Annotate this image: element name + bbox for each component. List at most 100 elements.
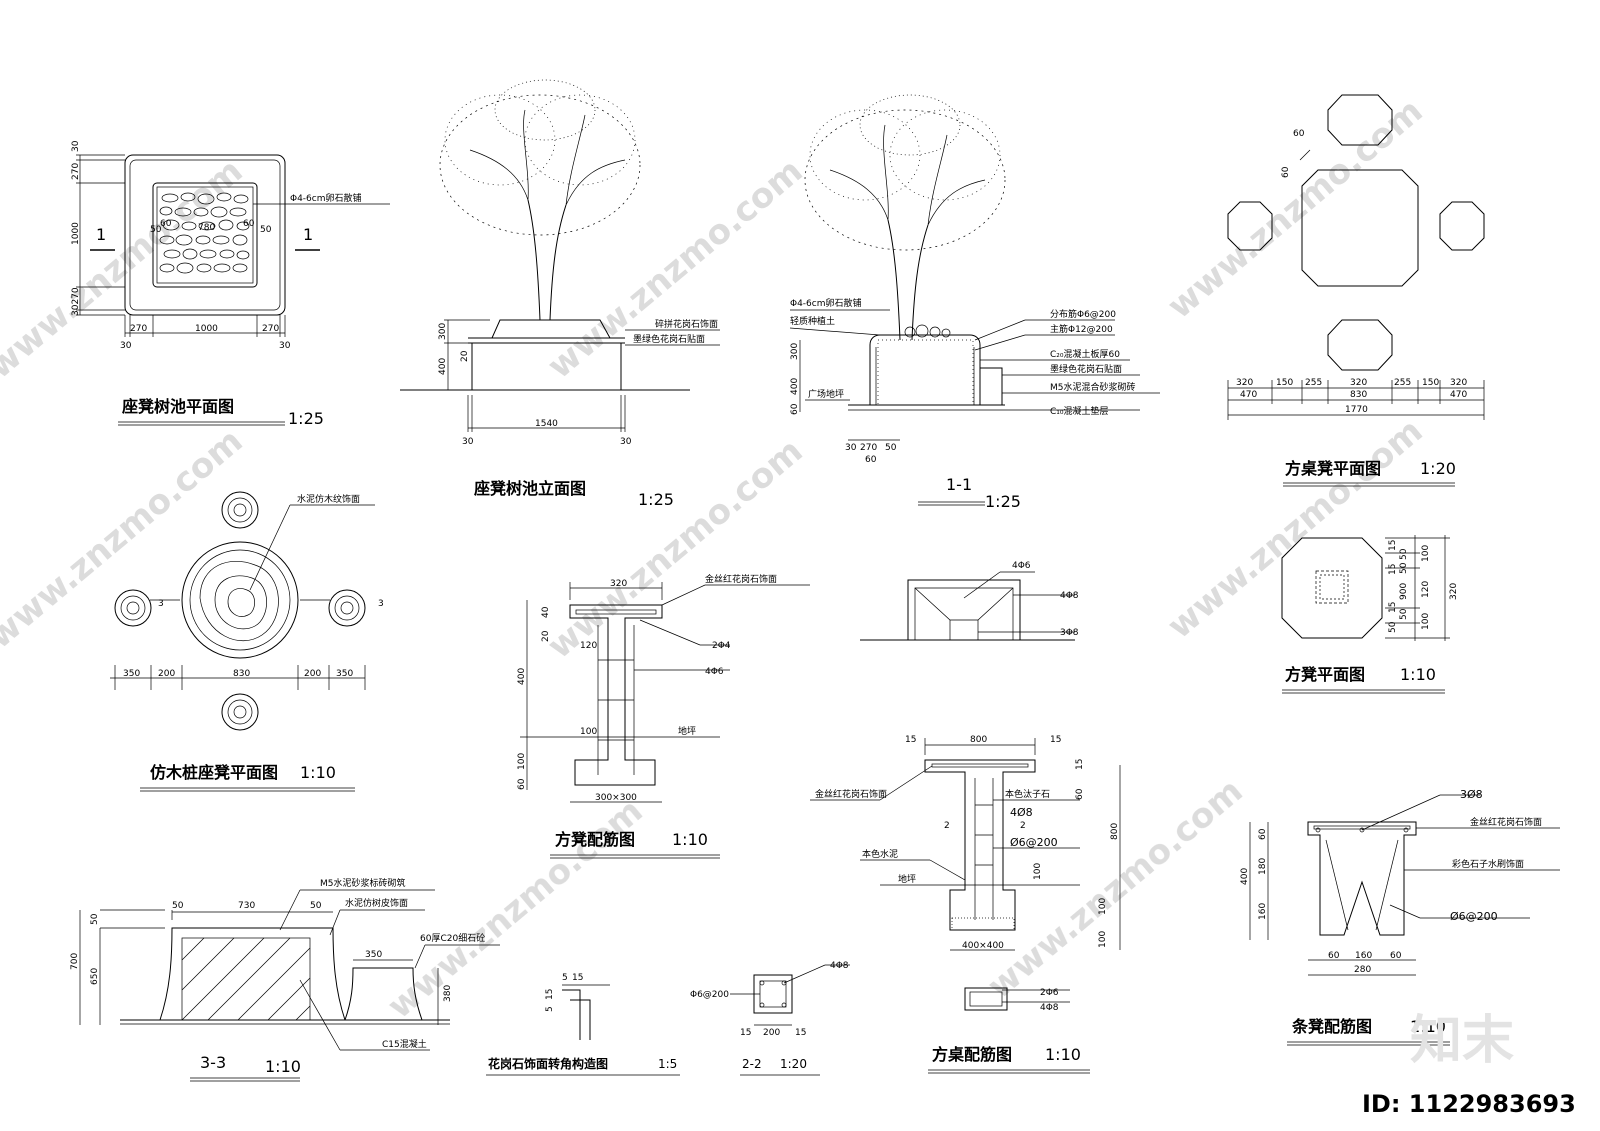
dim: 5 (545, 1006, 555, 1012)
dim: 15 (1075, 759, 1085, 770)
note: 主筋Φ12@200 (1050, 323, 1113, 335)
dim: 150 (1422, 378, 1439, 388)
section-2-2: 4Φ8 Φ6@200 15 200 15 2-2 1:20 (690, 961, 850, 1076)
dim: 300 (790, 343, 800, 360)
watermark-text: www.znzmo.com (540, 431, 810, 667)
note: 3Ø8 (1460, 788, 1483, 801)
note: 4Φ8 (1040, 1003, 1059, 1013)
dim: 60 (517, 778, 527, 790)
table-rebar: 15 800 15 15 60 金丝红花岗石饰面 本色汰子石 4Ø8 Ø6@20… (810, 735, 1121, 1074)
scale: 1:10 (1400, 665, 1436, 684)
dim: 50 (885, 443, 897, 453)
scale: 1:10 (672, 830, 708, 849)
dim: 150 (1276, 378, 1293, 388)
dim: 15 (1388, 564, 1398, 575)
dim: 280 (1354, 965, 1371, 975)
note: 2Φ6 (1040, 988, 1059, 998)
note: 水泥仿树皮饰面 (345, 897, 408, 909)
dim: 120 (580, 641, 597, 651)
title: 方桌配筋图 (932, 1045, 1012, 1064)
dim: 60 (243, 219, 255, 229)
note: Ø6@200 (1010, 836, 1058, 849)
dim: 200 (763, 1028, 780, 1038)
dim: 50 (1399, 562, 1409, 574)
dim: 15 (1388, 540, 1398, 551)
dim: 2 (1020, 821, 1026, 831)
dim: 800 (970, 735, 987, 745)
dim: 160 (1258, 903, 1268, 920)
note: 4Φ6 (1012, 561, 1031, 571)
note: 碎拼花岗石饰面 (655, 318, 718, 330)
dim: 30 (845, 443, 857, 453)
dim: 5 (562, 973, 568, 983)
watermark-text: www.znzmo.com (540, 151, 810, 387)
dim: 15 (1388, 602, 1398, 613)
scale: 1:10 (1410, 1017, 1446, 1036)
title: 2-2 (742, 1057, 762, 1071)
dim: 780 (198, 223, 215, 233)
dim: 350 (123, 669, 140, 679)
dim: 830 (233, 669, 250, 679)
note: M5水泥混合砂浆砌砖 (1050, 381, 1136, 393)
dim: 320 (1350, 378, 1367, 388)
dim: 100 (1033, 863, 1043, 880)
title: 条凳配筋图 (1291, 1017, 1372, 1036)
dim: 300×300 (595, 793, 637, 803)
dim: 60 (160, 219, 172, 229)
dim: 60 (1258, 828, 1268, 840)
dim: 15 (905, 735, 916, 745)
dim: 50 (1399, 548, 1409, 560)
note: 地坪 (678, 725, 696, 737)
brand-logo: 知末 (1410, 1011, 1514, 1071)
scale: 1:20 (780, 1057, 807, 1071)
note: 本色汰子石 (1005, 788, 1050, 800)
table-top-section: 4Φ6 4Φ8 3Φ8 (860, 561, 1079, 641)
dim: 400 (1240, 868, 1250, 885)
dim: 1000 (195, 324, 218, 334)
dim: 60 (1281, 166, 1291, 178)
section-mark: 3 (378, 599, 384, 609)
dim: 60 (790, 403, 800, 415)
title: 方桌凳平面图 (1285, 459, 1381, 478)
dim: 1770 (1345, 405, 1368, 415)
title: 3-3 (200, 1053, 226, 1072)
dim: 470 (1450, 390, 1467, 400)
dim: 15 (545, 989, 555, 1000)
dim: 255 (1394, 378, 1411, 388)
note: 地坪 (898, 873, 916, 885)
id-box (1356, 1078, 1596, 1124)
dim: 180 (1258, 858, 1268, 875)
note: M5水泥砂浆标砖砌筑 (320, 877, 406, 889)
dim: 400 (517, 668, 527, 685)
scale: 1:25 (638, 490, 674, 509)
dim: 100 (1098, 898, 1108, 915)
dim: 30 (71, 140, 81, 152)
dim: 400×400 (962, 941, 1004, 951)
dim: 470 (1240, 390, 1257, 400)
dim: 1000 (71, 222, 81, 245)
scale: 1:5 (658, 1057, 677, 1071)
dim: 50 (260, 225, 272, 235)
scale: 1:10 (1045, 1045, 1081, 1064)
dim: 100 (580, 727, 597, 737)
dim: 60 (1328, 951, 1340, 961)
title: 1-1 (946, 475, 972, 494)
dim: 270 (262, 324, 279, 334)
dim: 730 (238, 901, 255, 911)
title: 仿木桩座凳平面图 (150, 763, 278, 782)
dim: 15 (740, 1028, 751, 1038)
note: 金丝红花岗石饰面 (705, 573, 777, 585)
dim: 270 (130, 324, 147, 334)
dim: 50 (1388, 621, 1398, 633)
note: Φ6@200 (690, 990, 729, 1000)
note: 4Φ8 (1060, 591, 1079, 601)
title: 座凳树池平面图 (121, 397, 234, 416)
square-table-plan: 60 60 320 150 255 320 255 150 320 470 83… (1227, 94, 1485, 487)
note: 金丝红花岗石饰面 (1470, 816, 1542, 828)
dim: 350 (365, 950, 382, 960)
tree-canopy (439, 79, 641, 236)
dim: 320 (1236, 378, 1253, 388)
dim: 15 (795, 1028, 806, 1038)
note: 墨绿色花岗石贴面 (633, 333, 705, 345)
